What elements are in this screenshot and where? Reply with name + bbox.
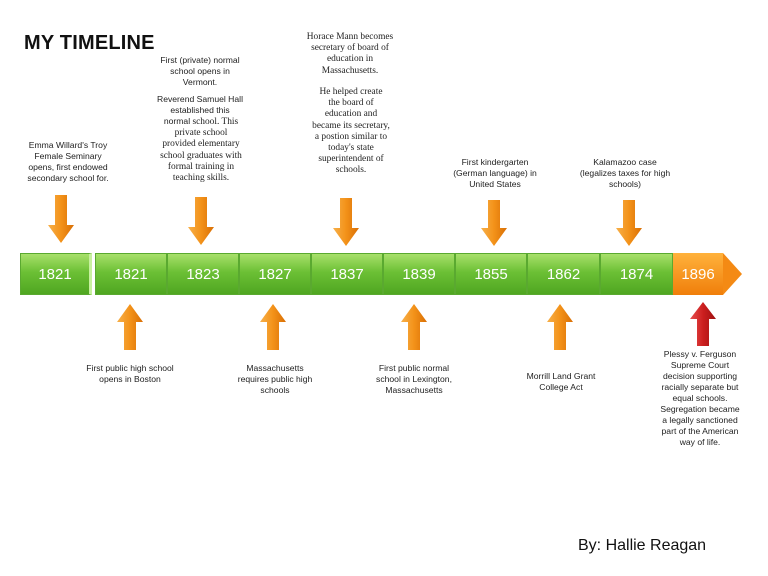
event-1823-top-text-a: First (private) normal school opens in V…: [160, 55, 240, 87]
event-1837-top-text-a: Horace Mann becomes secretary of board o…: [306, 32, 394, 76]
up-arrow-icon-red: [690, 302, 716, 346]
up-arrow-icon: [401, 304, 427, 350]
year-segment-1839: 1839: [383, 253, 455, 295]
down-arrow-icon: [616, 200, 642, 246]
event-1823-top-text-c: normal school. This private school provi…: [160, 116, 242, 184]
event-1896-bottom-text: Plessy v. Ferguson Supreme Court decisio…: [660, 349, 740, 447]
year-segment-1827: 1827: [239, 253, 311, 295]
event-1821-bottom-text: First public high school opens in Boston: [86, 363, 174, 384]
page-title: MY TIMELINE: [24, 32, 155, 54]
year-segment-1862: 1862: [527, 253, 600, 295]
event-1827-bottom-text: Massachusetts requires public high schoo…: [237, 363, 313, 395]
timeline-arrow-tip: [723, 253, 742, 295]
timeline-bar: 1821 1821 1823 1827 1837 1839 1855 1862 …: [20, 253, 742, 295]
up-arrow-icon: [547, 304, 573, 350]
down-arrow-icon: [333, 198, 359, 246]
year-segment-1821-a: 1821: [20, 253, 92, 295]
event-1874-top-text: Kalamazoo case (legalizes taxes for high…: [579, 157, 671, 189]
event-1837-top-text-b: He helped create the board of education …: [312, 87, 390, 176]
event-1821-top-text: Emma Willard's Troy Female Seminary open…: [27, 140, 109, 183]
event-1839-bottom-text: First public normal school in Lexington,…: [376, 363, 452, 395]
down-arrow-icon: [481, 200, 507, 246]
year-segment-1896: 1896: [673, 253, 723, 295]
up-arrow-icon: [260, 304, 286, 350]
down-arrow-icon: [188, 197, 214, 245]
year-segment-1821-b: 1821: [95, 253, 167, 295]
event-1823-top-text-b: Reverend Samuel Hall established this: [157, 94, 243, 115]
down-arrow-icon: [48, 195, 74, 243]
author-credit: By: Hallie Reagan: [578, 537, 707, 554]
up-arrow-icon: [117, 304, 143, 350]
year-segment-1837: 1837: [311, 253, 383, 295]
year-segment-1823: 1823: [167, 253, 239, 295]
event-1862-bottom-text: Morrill Land Grant College Act: [526, 371, 596, 392]
event-1855-top-text: First kindergarten (German language) in …: [453, 157, 537, 189]
year-segment-1855: 1855: [455, 253, 527, 295]
year-segment-1874: 1874: [600, 253, 673, 295]
